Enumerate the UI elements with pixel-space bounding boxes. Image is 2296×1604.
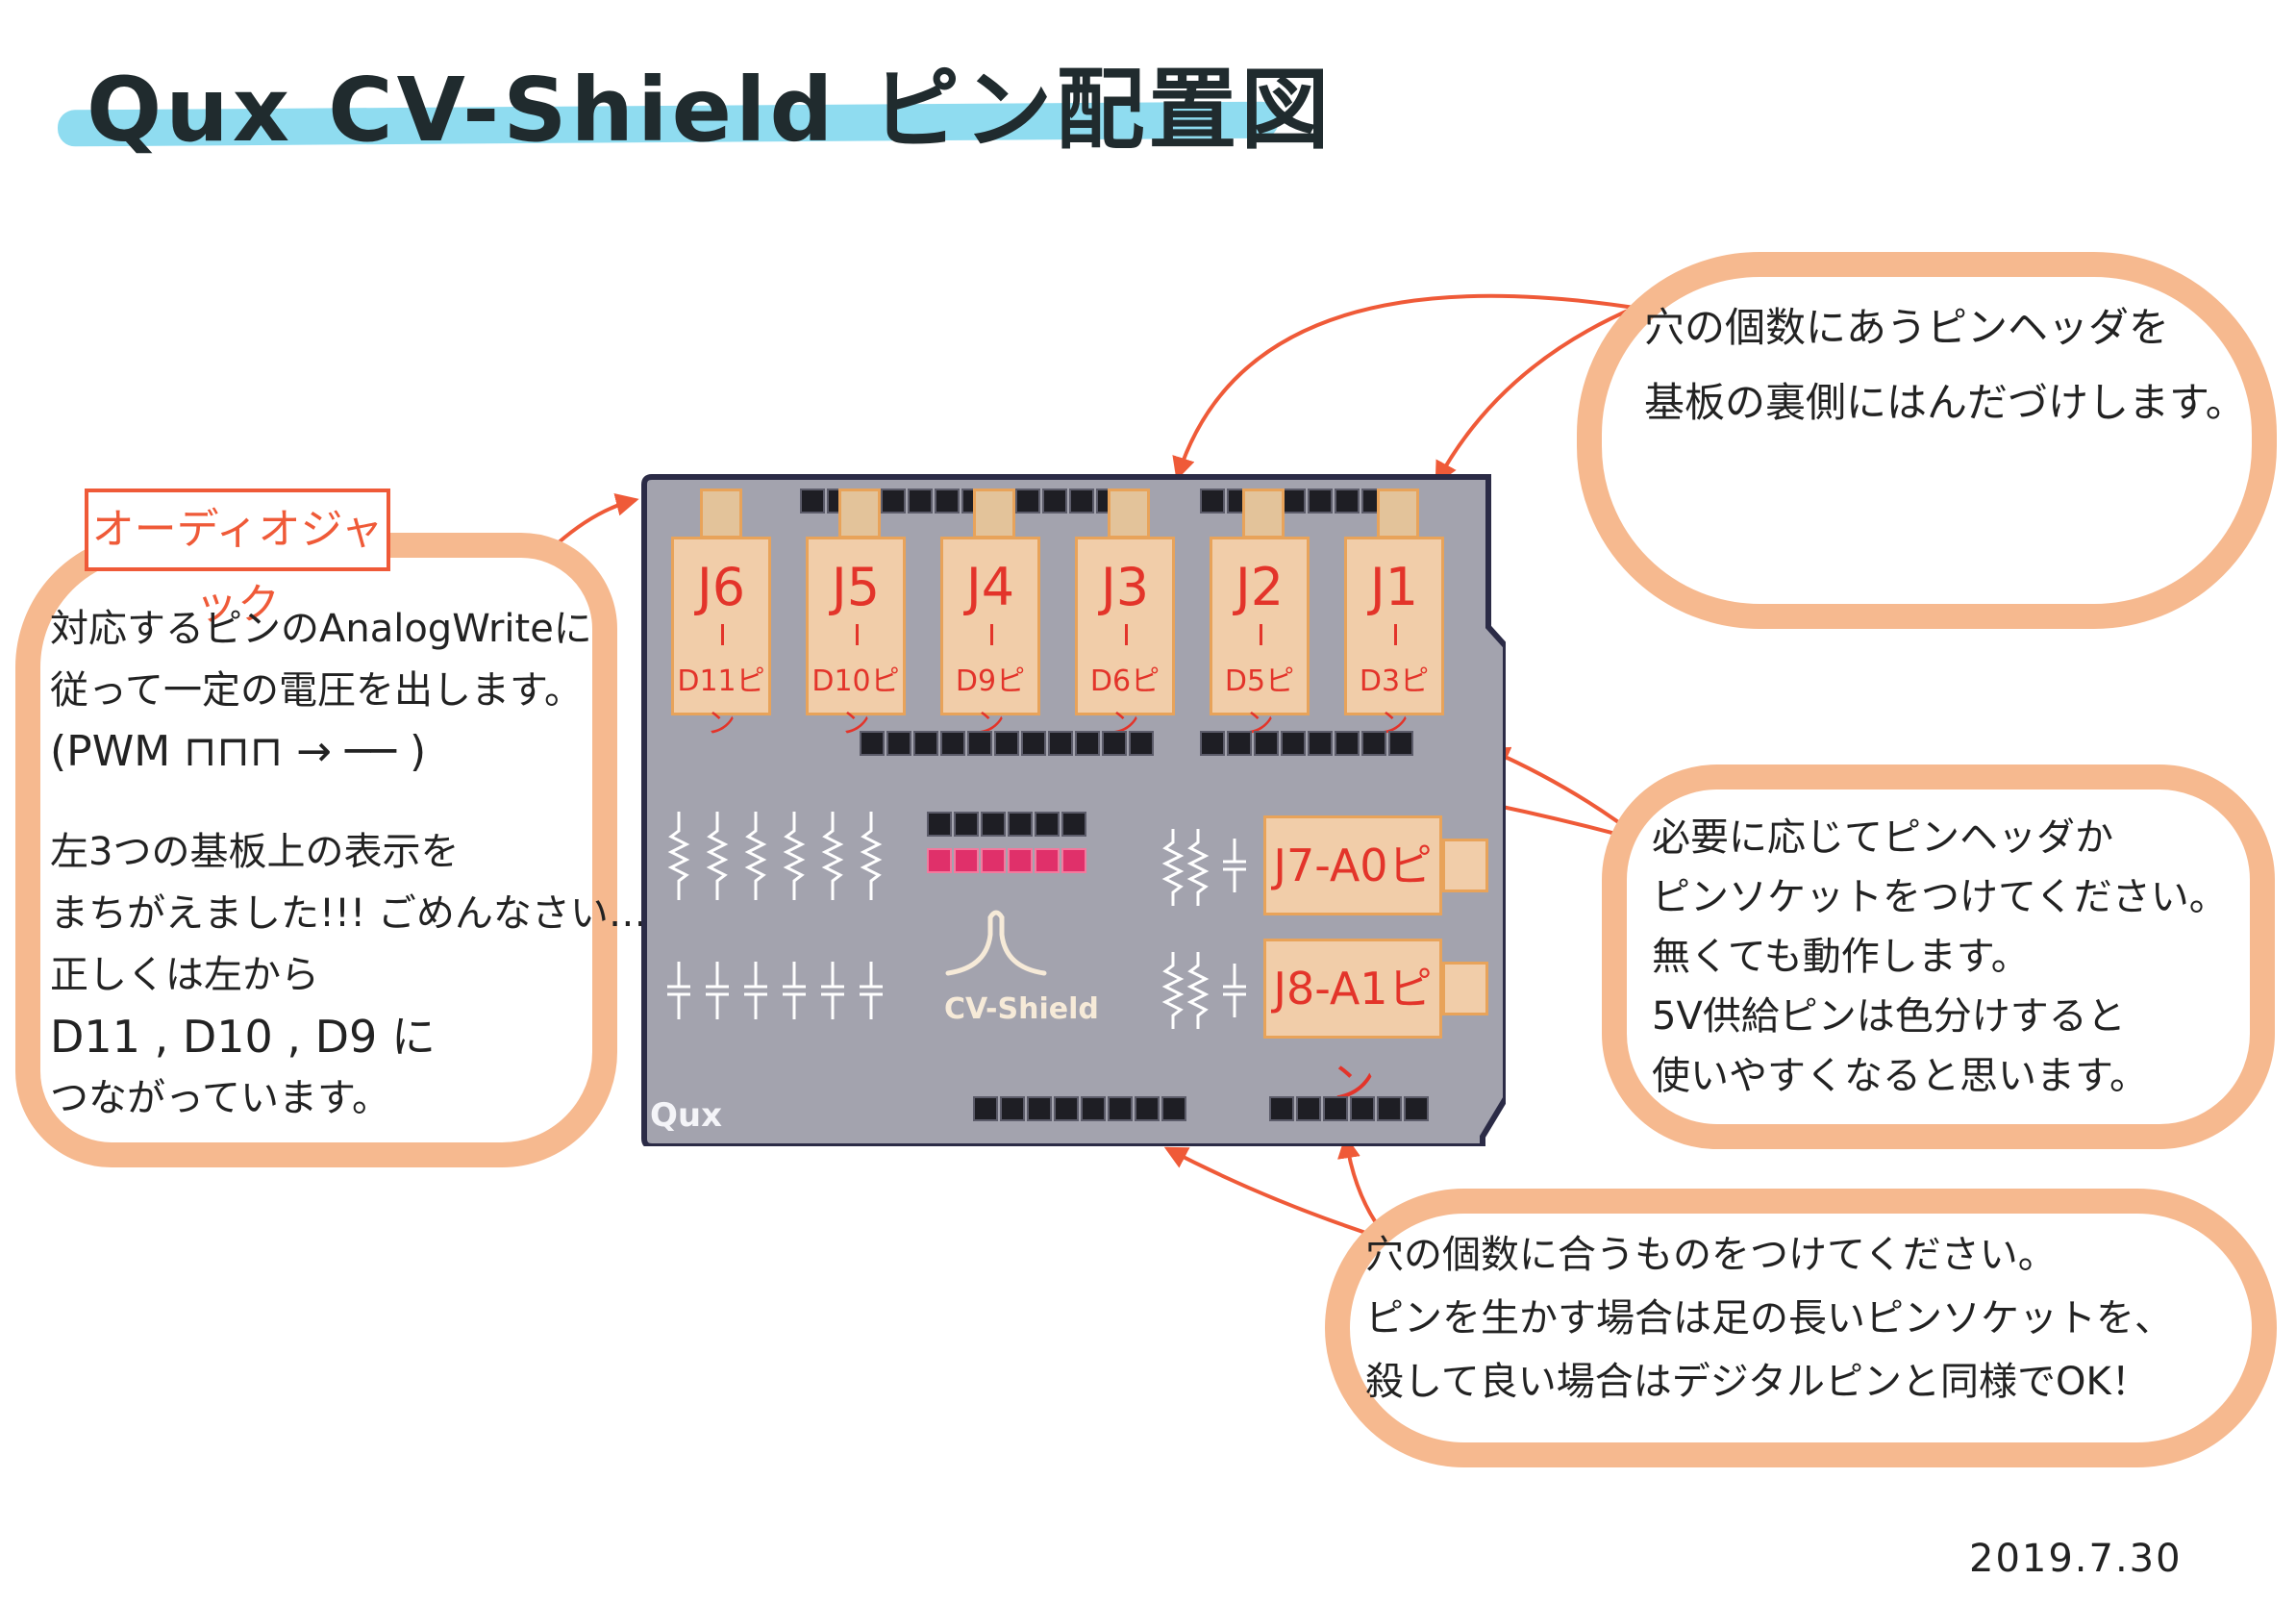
left-note-line: (PWM ⊓⊓⊓ → ── ) <box>50 727 427 776</box>
resistor-group-right <box>1161 829 1246 1029</box>
logo-wave-icon <box>945 910 1047 976</box>
left-note-text: 対応するピンのAnalogWriteに 従って一定の電圧を出します。 (PWM … <box>50 598 647 1129</box>
jack-connector-line <box>990 624 993 645</box>
bottom-right-note-line: 殺して良い場合はデジタルピンと同様でOK！ <box>1365 1360 2150 1404</box>
small-header-5v <box>927 848 1088 877</box>
jack-tab <box>1442 839 1488 892</box>
middle-right-note-text: 必要に応じてピンヘッダか ピンソケットをつけてください。 無くても動作します。 … <box>1652 808 2228 1106</box>
bottom-header-left <box>973 1096 1188 1125</box>
jack-pin: D6ピン <box>1089 664 1160 740</box>
jack-tab <box>1377 489 1419 539</box>
left-note-line: 左3つの基板上の表示を <box>50 830 460 874</box>
arrow-top-left-header <box>1172 293 1636 481</box>
jack-connector-line <box>1260 624 1262 645</box>
jack-connector-line <box>1394 624 1397 645</box>
small-header-black <box>927 812 1088 840</box>
title-area: Qux CV-Shield ピン配置図 <box>57 38 1329 162</box>
audio-jack-label: オーディオジャック <box>85 489 390 629</box>
jack-name: J3 <box>1100 557 1150 617</box>
left-note-bubble <box>15 533 617 1167</box>
middle-right-note-line: 無くても動作します。 <box>1652 935 2030 979</box>
top-right-note-text: 穴の個数にあうピンヘッダを 基板の裏側にはんだづけします。 <box>1644 290 2246 440</box>
left-note-line <box>50 783 647 821</box>
jack-j6: J6 D11ピン <box>671 537 771 740</box>
bottom-header-right <box>1269 1096 1431 1125</box>
jack-tab <box>1242 489 1285 539</box>
jack-tab <box>1108 489 1150 539</box>
bottom-right-note-line: ピンを生かす場合は足の長いピンソケットを、 <box>1365 1296 2173 1341</box>
jack-pin: D11ピン <box>677 664 765 740</box>
jack-connector-line <box>721 624 724 645</box>
page-title: Qux CV-Shield ピン配置図 <box>87 59 1334 162</box>
jack-pin: D9ピン <box>955 664 1026 740</box>
jack-j5: J5 D10ピン <box>806 537 906 740</box>
middle-right-note-line: ピンソケットをつけてください。 <box>1652 875 2228 919</box>
top-right-note-line: 基板の裏側にはんだづけします。 <box>1644 379 2246 426</box>
bottom-right-note-text: 穴の個数に合うものをつけてください。 ピンを生かす場合は足の長いピンソケットを、… <box>1365 1223 2173 1414</box>
jack-name: J4 <box>965 557 1015 617</box>
jack-j2: J2 D5ピン <box>1210 537 1310 740</box>
jack-connector-line <box>1125 624 1128 645</box>
jack-j3: J3 D6ピン <box>1075 537 1175 740</box>
jack-pin: D3ピン <box>1359 664 1430 740</box>
middle-header-right <box>1200 731 1415 760</box>
jack-name: J1 <box>1369 557 1419 617</box>
middle-header-left <box>860 731 1156 760</box>
middle-right-note-line: 5V供給ピンは色分けすると <box>1652 994 2126 1039</box>
left-note-line: D11 , D10 , D9 に <box>50 1011 436 1063</box>
jack-tab <box>838 489 881 539</box>
arrow-bottom-1 <box>1163 1146 1391 1242</box>
board-brand: Qux <box>650 1096 723 1135</box>
jack-j1: J1 D3ピン <box>1344 537 1444 740</box>
bottom-right-note-line: 穴の個数に合うものをつけてください。 <box>1365 1233 2057 1277</box>
arrow-top-right-header <box>1435 306 1636 486</box>
jack-j7: J7-A0ピン <box>1263 815 1442 986</box>
left-note-line: まちがえました!!! ごめんなさい… <box>50 891 647 936</box>
resistor-group-left <box>667 812 883 900</box>
jack-tab <box>973 489 1015 539</box>
jack-tab <box>700 489 742 539</box>
jack-j8: J8-A1ピン <box>1263 939 1442 1109</box>
left-note-line: つながっています。 <box>50 1076 390 1120</box>
shield-board: J6 D11ピン J5 D10ピン J4 D9ピン J3 D6ピン J2 D5ピ… <box>640 473 1506 1146</box>
left-note-line: 対応するピンのAnalogWriteに <box>50 607 592 651</box>
jack-connector-line <box>856 624 859 645</box>
middle-right-note-line: 使いやすくなると思います。 <box>1652 1054 2148 1098</box>
jack-pin: D10ピン <box>811 664 900 740</box>
jack-name: J5 <box>831 557 881 617</box>
capacitor-group-left <box>667 962 883 1019</box>
middle-right-note-line: 必要に応じてピンヘッダか <box>1652 815 2113 860</box>
jack-tab <box>1442 962 1488 1015</box>
bottom-right-note-bubble <box>1325 1189 2277 1467</box>
jack-name: J6 <box>696 557 746 617</box>
jack-j4: J4 D9ピン <box>940 537 1040 740</box>
jack-name: J2 <box>1235 557 1285 617</box>
board-logo-text: CV-Shield <box>944 992 1099 1026</box>
top-right-note-line: 穴の個数にあうピンヘッダを <box>1644 304 2170 351</box>
jack-pin: D5ピン <box>1224 664 1295 740</box>
left-note-line: 正しくは左から <box>50 953 319 997</box>
left-note-line: 従って一定の電圧を出します。 <box>50 668 583 713</box>
date-stamp: 2019.7.30 <box>1969 1537 2183 1581</box>
arrow-to-jack-row <box>556 493 639 545</box>
